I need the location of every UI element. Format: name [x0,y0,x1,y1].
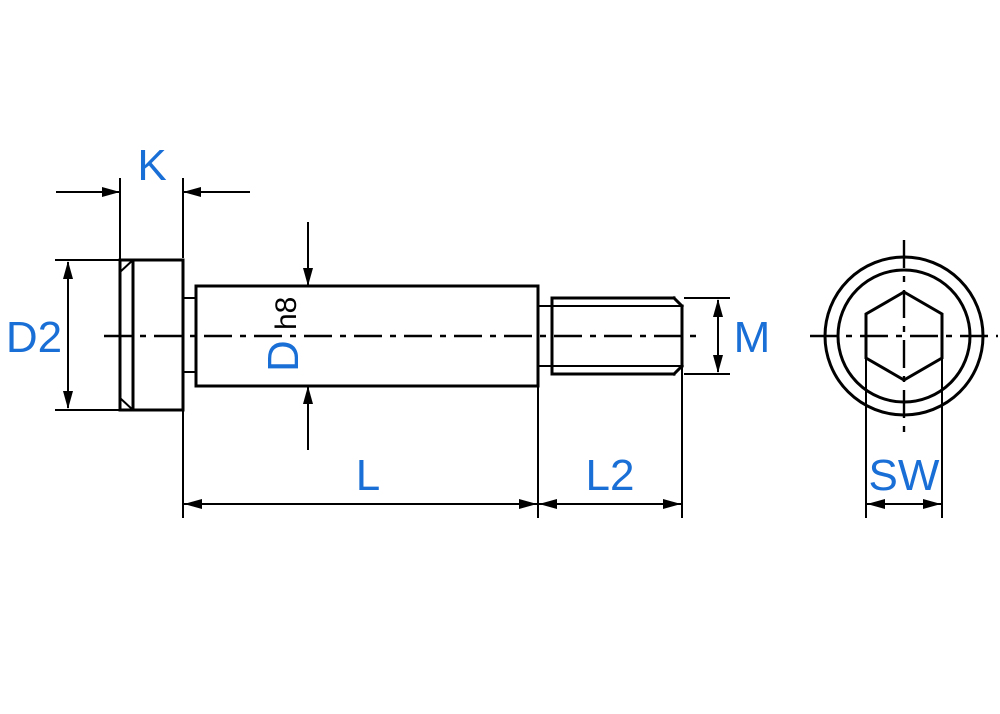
label-k: K [137,141,166,190]
dimension-d2: D2 [6,259,120,411]
label-d: D [259,340,308,372]
side-view [104,258,698,412]
label-l2: L2 [586,451,635,500]
dimension-sw: SW [865,358,943,518]
label-d-tolerance: h8 [270,297,303,330]
label-l: L [356,451,380,500]
dimension-d: D h8 [259,222,313,450]
dimension-l2: L2 [538,366,683,518]
label-d2: D2 [6,313,62,362]
dimension-l: L [182,386,539,518]
shoulder-shaft [194,284,552,388]
dimension-k: K [56,141,250,262]
end-view [810,240,998,432]
dimension-m: M [684,297,771,375]
label-sw: SW [869,451,940,500]
label-m: M [734,313,771,362]
head-undercut [183,297,195,373]
thread-section [550,295,685,377]
